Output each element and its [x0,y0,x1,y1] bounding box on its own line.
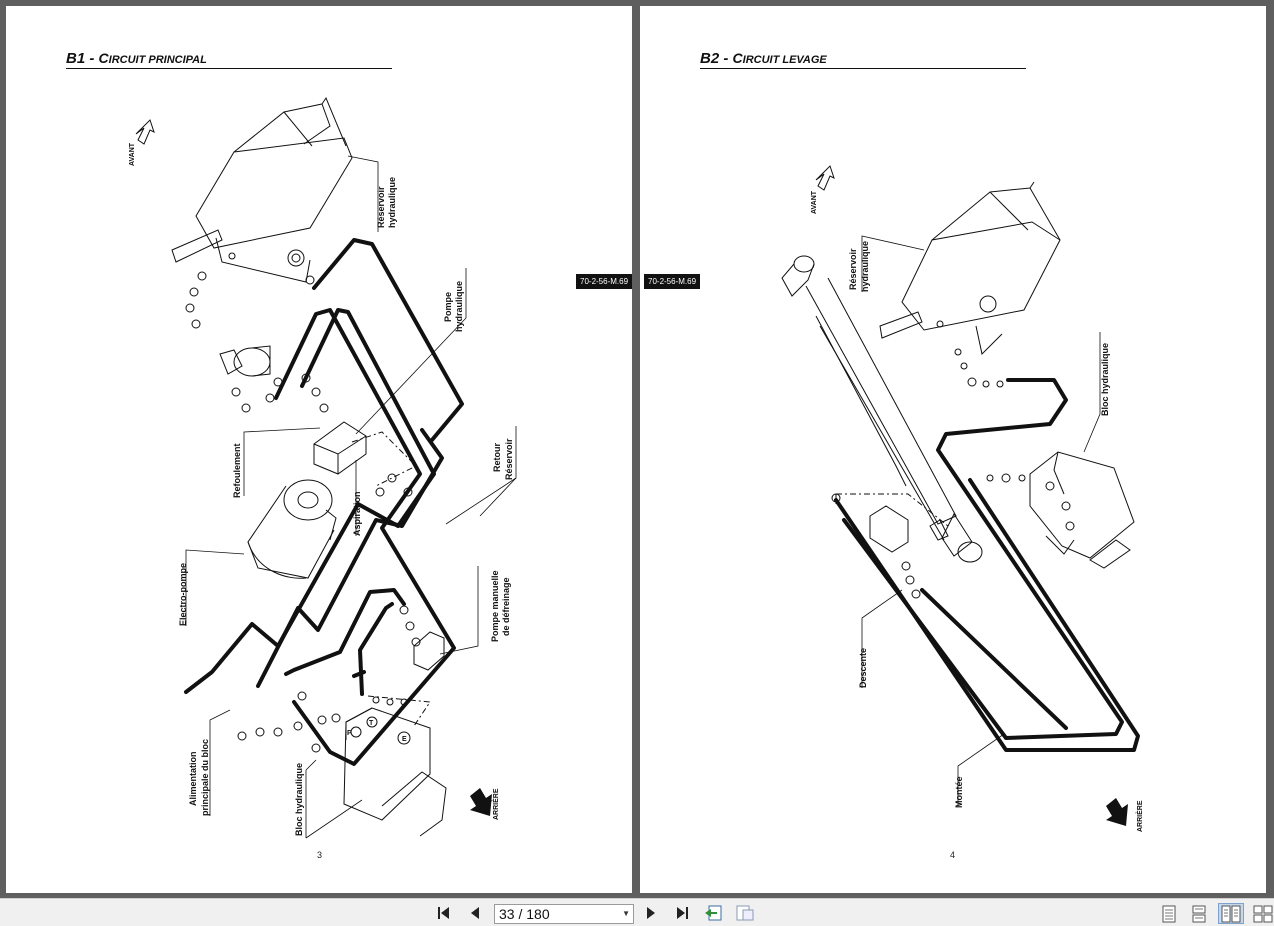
valve-block [343,707,447,837]
label-rear: ARRIÈRE [1135,800,1144,832]
label-descente: Descente [858,648,868,688]
label-aspiration: Aspiration [352,491,362,536]
main-circuit-diagram: AVANT Réservoir hydraulique Pompe hydrau… [129,96,517,839]
leader-lines [185,155,517,839]
rear-arrow-icon [470,788,492,816]
leader-lines [861,235,1101,806]
filter [219,345,271,377]
rear-arrow-icon [1106,798,1128,826]
two-page-continuous-view-icon[interactable] [1250,903,1274,924]
last-page-icon[interactable] [670,903,692,923]
label-montee: Montée [954,777,964,809]
port-label-p: P [347,730,352,737]
label-refoulement: Refoulement [232,443,242,498]
next-page-icon[interactable] [640,903,662,923]
port-label-e: E [402,736,407,743]
document-viewer[interactable]: B1 - Circuit principal [0,0,1274,898]
front-arrow-icon [815,165,835,191]
label-bloc-hydraulique: Bloc hydraulique [294,763,304,836]
page-number: 3 [317,850,323,860]
page-4: B2 - Circuit levage [640,6,1266,893]
single-page-view-icon[interactable] [1156,903,1182,924]
page-3: B1 - Circuit principal [6,6,633,893]
valve-block [1029,451,1135,569]
label-manual-pump-1: Pompe manuelle [490,570,500,642]
label-rear: ARRIÈRE [491,788,500,820]
label-front: AVANT [811,190,818,214]
label-alimentation-2: principale du bloc [200,739,210,816]
page-number: 4 [950,850,956,860]
first-page-icon[interactable] [434,903,456,923]
page-number-input[interactable]: 33 / 180 ▼ [494,904,634,924]
label-pump-1: Pompe [443,292,453,322]
section-title-b1: B1 - Circuit principal [66,50,392,69]
label-pump-2: hydraulique [454,281,464,332]
continuous-view-icon[interactable] [1186,903,1212,924]
two-page-view-icon[interactable] [1218,903,1244,924]
label-tank-2: hydraulique [860,241,870,292]
lowering-valve [869,505,909,553]
hydraulic-tank [171,96,353,283]
fittings [185,271,421,753]
lift-circuit-diagram: AVANT Réservoir hydraulique Bloc hydraul… [781,165,1144,832]
label-bloc-hydraulique: Bloc hydraulique [1100,343,1110,416]
fittings [831,348,1026,599]
section-title-b2: B2 - Circuit levage [700,50,1026,69]
go-back-icon[interactable] [702,903,724,923]
hoses [834,378,1140,752]
go-forward-icon[interactable] [734,903,756,923]
navigation-toolbar: 33 / 180 ▼ [0,898,1274,926]
label-manual-pump-2: de défreinage [501,577,511,636]
manual-pump [413,631,445,671]
port-label-t: T [369,720,374,727]
hoses [184,238,464,766]
label-retour-2: Réservoir [504,438,514,480]
label-retour-1: Retour [492,443,502,472]
previous-page-icon[interactable] [464,903,486,923]
label-tank-1: Réservoir [376,186,386,228]
label-tank-2: hydraulique [387,177,397,228]
label-alimentation-1: Alimentation [188,751,198,806]
label-front: AVANT [129,142,136,166]
label-electro-pompe: Electro-pompe [178,563,188,626]
label-tank-1: Réservoir [848,248,858,290]
lift-cylinder [781,255,983,563]
chevron-down-icon[interactable]: ▼ [622,909,630,918]
electric-motor [247,479,337,579]
hydraulic-pump [313,421,367,475]
reference-tag: 70-2-56-M.69 [644,274,701,289]
front-arrow-icon [135,119,155,145]
reference-tag: 70-2-56-M.69 [576,274,633,289]
hydraulic-tank [879,181,1061,356]
page-indicator: 33 / 180 [499,906,550,922]
